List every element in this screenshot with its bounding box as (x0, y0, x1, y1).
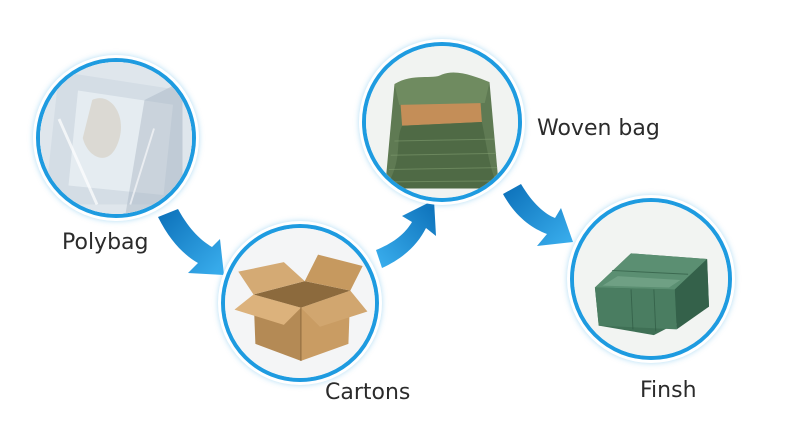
polybag-image (36, 58, 196, 218)
cartons-label: Cartons (325, 380, 410, 405)
woven-bag-label: Woven bag (537, 116, 660, 141)
cartons-image (221, 224, 379, 382)
finish-label: Finsh (640, 378, 697, 403)
woven-bag-icon (366, 46, 518, 198)
finish-image (570, 198, 732, 360)
woven-bag-image (362, 42, 522, 202)
sealed-package-icon (574, 202, 728, 356)
polybag-icon (40, 62, 192, 214)
arrow-down-right-icon (497, 180, 577, 250)
arrow-up-right-icon (372, 196, 442, 276)
carton-icon (225, 228, 375, 378)
polybag-label: Polybag (62, 230, 149, 255)
arrow-down-right-icon (150, 205, 230, 280)
